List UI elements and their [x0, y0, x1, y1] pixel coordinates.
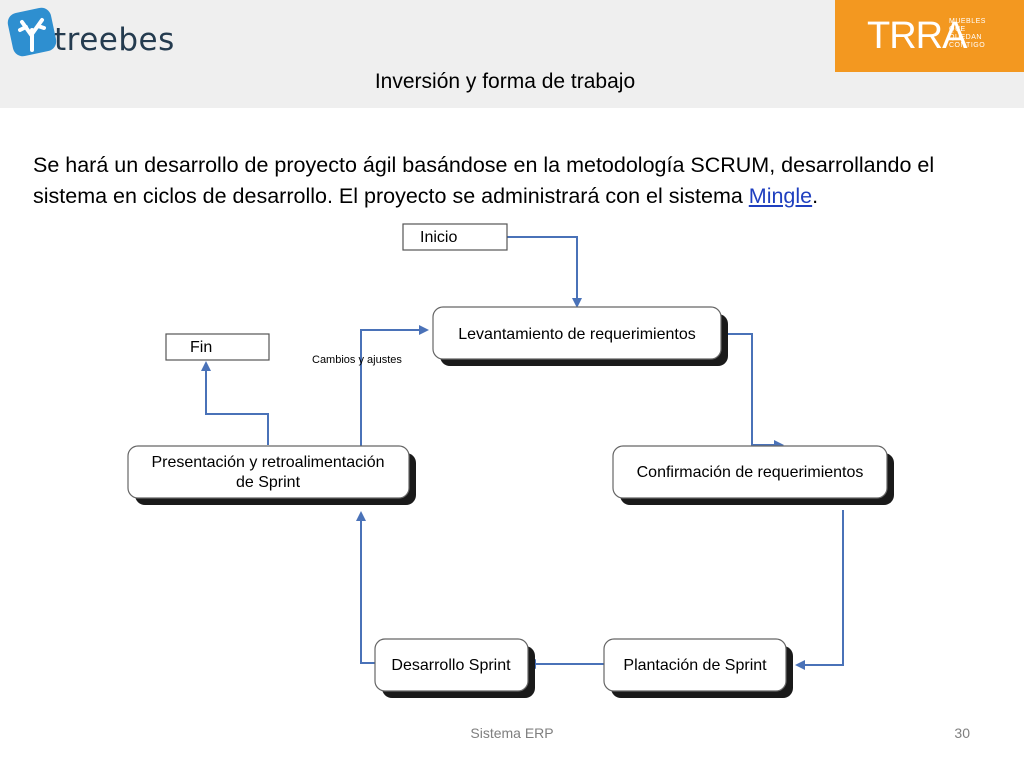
slide-body-text: Se hará un desarrollo de proyecto ágil b…	[33, 150, 1003, 212]
edge-inicio-to-levantamiento	[507, 236, 582, 308]
page-number: 30	[954, 725, 970, 741]
partner-logo-word: TRRA	[867, 15, 967, 57]
node-inicio: Inicio	[402, 223, 508, 251]
edge-confirmacion-to-plantacion	[795, 510, 844, 670]
node-confirmacion-label: Confirmación de requerimientos	[637, 464, 864, 481]
node-presentacion-label-line2: de Sprint	[236, 474, 301, 491]
node-fin-label: Fin	[190, 339, 212, 356]
node-plantacion-label: Plantación de Sprint	[623, 657, 767, 674]
edge-presentacion-to-fin	[201, 361, 269, 445]
node-presentacion-label-line1: Presentación y retroalimentación	[151, 454, 384, 471]
node-desarrollo-label: Desarrollo Sprint	[391, 657, 511, 674]
partner-logo-tagline: MUEBLES QUE QUEDAN CONTIGO	[949, 18, 986, 49]
node-fin: Fin	[165, 333, 270, 361]
slide-header: treebes TRRA MUEBLES QUE QUEDAN CONTIGO …	[0, 0, 1024, 108]
body-text-suffix: .	[812, 184, 819, 208]
brand-name: treebes	[54, 22, 175, 58]
slide-title: Inversión y forma de trabajo	[374, 70, 636, 93]
mingle-link[interactable]: Mingle	[748, 184, 813, 208]
node-desarrollo: Desarrollo Sprint	[374, 638, 535, 698]
body-text-prefix: Se hará un desarrollo de proyecto ágil b…	[33, 153, 935, 208]
node-levantamiento: Levantamiento de requerimientos	[432, 306, 728, 366]
edge-label-cambios: Cambios y ajustes	[312, 354, 402, 366]
footer-title: Sistema ERP	[470, 725, 554, 741]
node-inicio-label: Inicio	[420, 229, 457, 246]
partner-logo: TRRA MUEBLES QUE QUEDAN CONTIGO	[835, 0, 1024, 72]
node-plantacion: Plantación de Sprint	[603, 638, 793, 698]
edge-desarrollo-to-presentacion	[356, 511, 376, 664]
treebes-tree-icon	[2, 2, 62, 67]
node-confirmacion: Confirmación de requerimientos	[612, 445, 894, 505]
node-presentacion: Presentación y retroalimentación de Spri…	[127, 445, 416, 505]
node-levantamiento-label: Levantamiento de requerimientos	[458, 326, 695, 343]
diagram-connectors	[201, 236, 844, 670]
edge-levantamiento-to-confirmacion	[722, 333, 784, 450]
edge-presentacion-to-levantamiento	[360, 325, 429, 462]
